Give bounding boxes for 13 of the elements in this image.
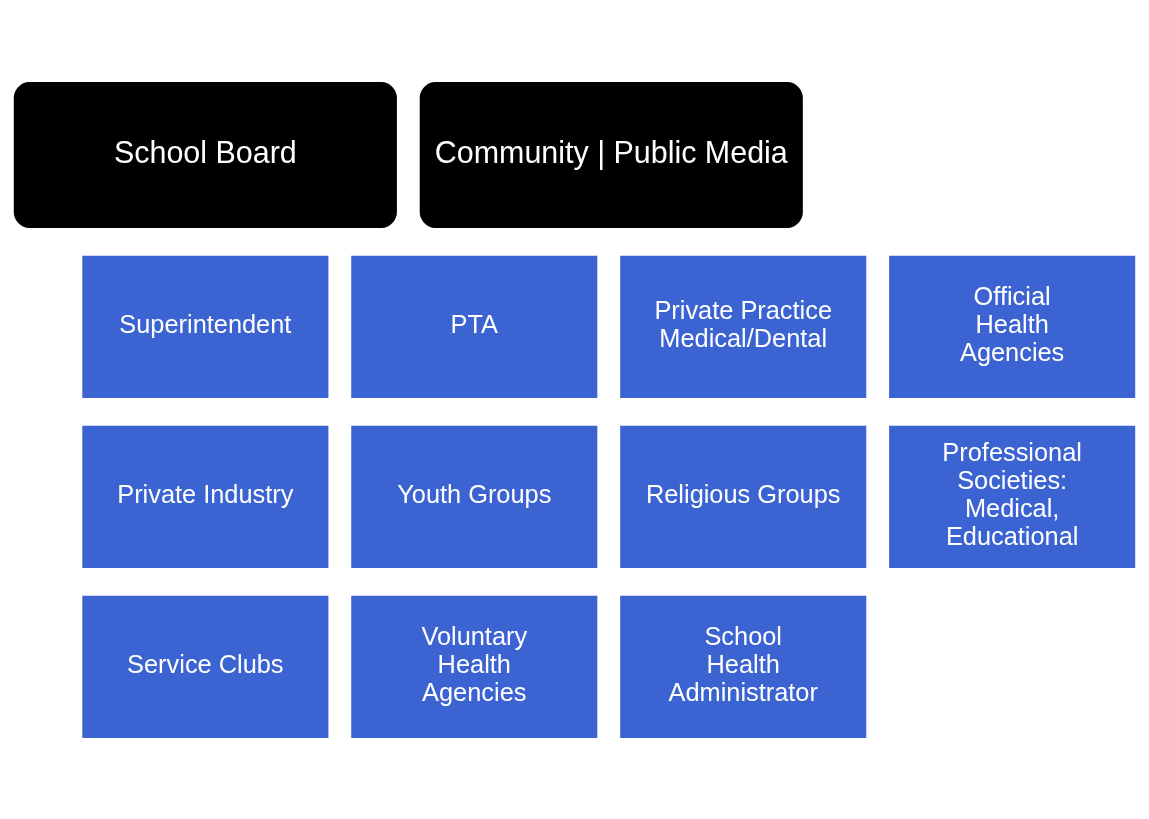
node-box: Religious Groups [620,425,867,568]
node-box: Professional Societies: Medical, Educational [889,425,1136,568]
node-box: Private Industry [82,425,329,568]
node-box: School Board [13,81,397,228]
node-box: Official Health Agencies [889,255,1136,398]
node-box: Voluntary Health Agencies [351,595,598,738]
node-box: Superintendent [82,255,329,398]
node-box: PTA [351,255,598,398]
node-box: Community | Public Media [419,81,803,228]
node-box: Private Practice Medical/Dental [620,255,867,398]
node-box: Service Clubs [82,595,329,738]
node-box: Youth Groups [351,425,598,568]
node-box: School Health Administrator [620,595,867,738]
